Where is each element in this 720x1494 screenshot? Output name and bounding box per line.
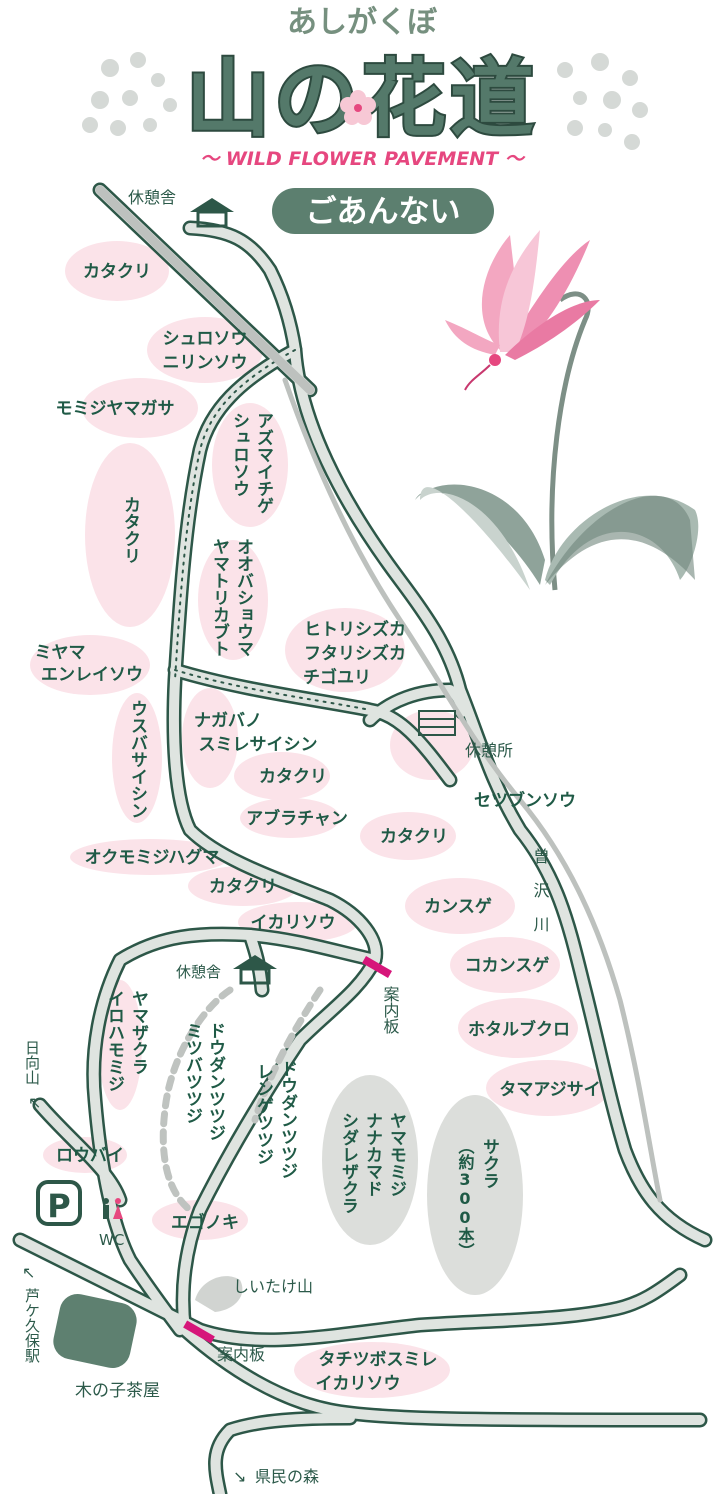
flower-usubasaishin: ウスバサイシン xyxy=(127,700,148,819)
flower-momijiyamagasa: モミジヤマガサ xyxy=(56,399,175,419)
flower-nirinso: ニリンソウ xyxy=(163,353,248,373)
kenmin-arrow-icon: ↘ xyxy=(233,1467,246,1486)
flower-mitsubatsutsuji: ミツバツツジ xyxy=(182,1022,203,1124)
guide-badge-text: ごあんない xyxy=(306,194,461,230)
flower-shidarezakura: シダレザクラ xyxy=(338,1112,359,1214)
flower-katakuri-5: カタクリ xyxy=(209,877,277,897)
flower-setsubunso: セツブンソウ xyxy=(474,790,576,811)
flower-irohamomiji: イロハモミジ xyxy=(104,990,125,1092)
rest-hut-lower-icon xyxy=(233,955,277,985)
wc-label: WC xyxy=(99,1231,124,1249)
flower-labels: カタクリ シュロソウ ニリンソウ モミジヤマガサ ミヤマ エンレイソウ ヒトリシ… xyxy=(35,262,601,1394)
kenmin-label: 県民の森 xyxy=(255,1467,319,1486)
flower-rengetsutsuji: レンゲツツジ xyxy=(253,1063,274,1165)
info-board-1-label: 案内板 xyxy=(381,986,400,1034)
parking-sign xyxy=(36,1180,82,1226)
flower-azumaichige: アズマイチゲ xyxy=(253,412,274,514)
flower-hitorishizuka: ヒトリシズカ xyxy=(304,619,406,640)
wc-icon xyxy=(103,1198,123,1219)
ashigakubo-arrow-icon: ↖ xyxy=(22,1263,35,1282)
flower-robai: ロウバイ xyxy=(56,1146,124,1166)
mt-hinata-arrow-icon: ↖ xyxy=(28,1093,41,1112)
flower-egonoki: エゴノキ xyxy=(171,1212,239,1233)
rest-area-mid-label: 休憩所 xyxy=(465,741,513,760)
flower-sakura: サクラ xyxy=(479,1138,499,1189)
flower-yamatorikabuto: ヤマトリカブト xyxy=(209,538,230,657)
flower-kokansuge: コカンスゲ xyxy=(465,955,550,976)
rest-hut-top-label: 休憩舎 xyxy=(128,188,176,207)
flower-dodantsutsuji-2: ドウダンツツジ xyxy=(277,1060,298,1179)
cherry-blossom-icon xyxy=(340,90,376,125)
mt-hinata-label: 日向山 xyxy=(23,1040,41,1085)
cafe-building xyxy=(53,1293,137,1369)
kana-title: あしがくぼ xyxy=(287,5,438,40)
flower-katakuri-2: カタクリ xyxy=(120,496,140,564)
rest-area-mid-icon xyxy=(418,710,456,736)
flower-okumomijihaguma: オクモミジハグマ xyxy=(85,847,220,868)
flower-miyama: ミヤマ xyxy=(35,643,86,663)
info-board-2-marker xyxy=(183,1320,215,1344)
flower-sumiresaishin: スミレサイシン xyxy=(199,735,318,755)
flower-nanakamado: ナナカマド xyxy=(362,1112,382,1197)
flower-enreiso: エンレイソウ xyxy=(41,665,143,685)
subtitle: ～ WILD FLOWER PAVEMENT ～ xyxy=(200,148,526,170)
flower-hotarubukuro: ホタルブクロ xyxy=(468,1019,570,1040)
flower-futarishizuka: フタリシズカ xyxy=(304,643,406,664)
decorative-petals xyxy=(82,52,648,150)
flower-chigoyuri: チゴユリ xyxy=(303,667,371,688)
rest-hut-top-icon xyxy=(190,198,234,228)
flower-nagabano: ナガバノ xyxy=(194,711,262,731)
flower-katakuri-1: カタクリ xyxy=(83,262,151,282)
flower-yamamomiji: ヤマモミジ xyxy=(386,1112,407,1197)
flower-dodantsutsuji-1: ドウダンツツジ xyxy=(205,1022,226,1141)
parking-label: P xyxy=(47,1187,70,1225)
shiitake-label: しいたけ山 xyxy=(233,1277,313,1296)
river-label: 曽沢川 xyxy=(531,848,550,950)
flower-ikariso-1: イカリソウ xyxy=(251,913,336,933)
guide-badge xyxy=(272,188,494,234)
flower-shuroso-2: シュロソウ xyxy=(229,412,249,497)
cafe-label: 木の子茶屋 xyxy=(75,1381,160,1401)
katakuri-illustration xyxy=(415,230,699,591)
info-board-1-marker xyxy=(362,956,392,978)
flower-obashoma: オオバショウマ xyxy=(233,538,254,657)
flower-kansuge: カンスゲ xyxy=(424,896,492,917)
grey-areas xyxy=(53,1075,523,1369)
flower-katakuri-4: カタクリ xyxy=(380,827,448,847)
flower-sakura-count: （約300本） xyxy=(456,1138,475,1259)
flower-labels-vertical: アズマイチゲ シュロソウ カタクリ オオバショウマ ヤマトリカブト ウスバサイシ… xyxy=(104,412,499,1259)
rest-hut-lower-label: 休憩舎 xyxy=(176,963,221,981)
info-board-2-label: 案内板 xyxy=(217,1345,265,1364)
flower-ikariso-2: イカリソウ xyxy=(316,1374,401,1394)
flower-katakuri-3: カタクリ xyxy=(259,767,327,787)
flower-shuroso: シュロソウ xyxy=(163,329,248,349)
flower-yamazakura: ヤマザクラ xyxy=(128,990,149,1075)
ashigakubo-label: 芦ケ久保駅 xyxy=(23,1288,41,1363)
flower-aburachan: アブラチャン xyxy=(246,808,348,829)
header: あしがくぼ 山の花道 ～ WILD FLOWER PAVEMENT ～ ごあんな… xyxy=(82,5,648,234)
flower-tachitsubosumire: タチツボスミレ xyxy=(319,1350,438,1370)
flower-tamaajisai: タマアジサイ xyxy=(499,1080,600,1100)
katakuri-blossom xyxy=(445,230,600,391)
